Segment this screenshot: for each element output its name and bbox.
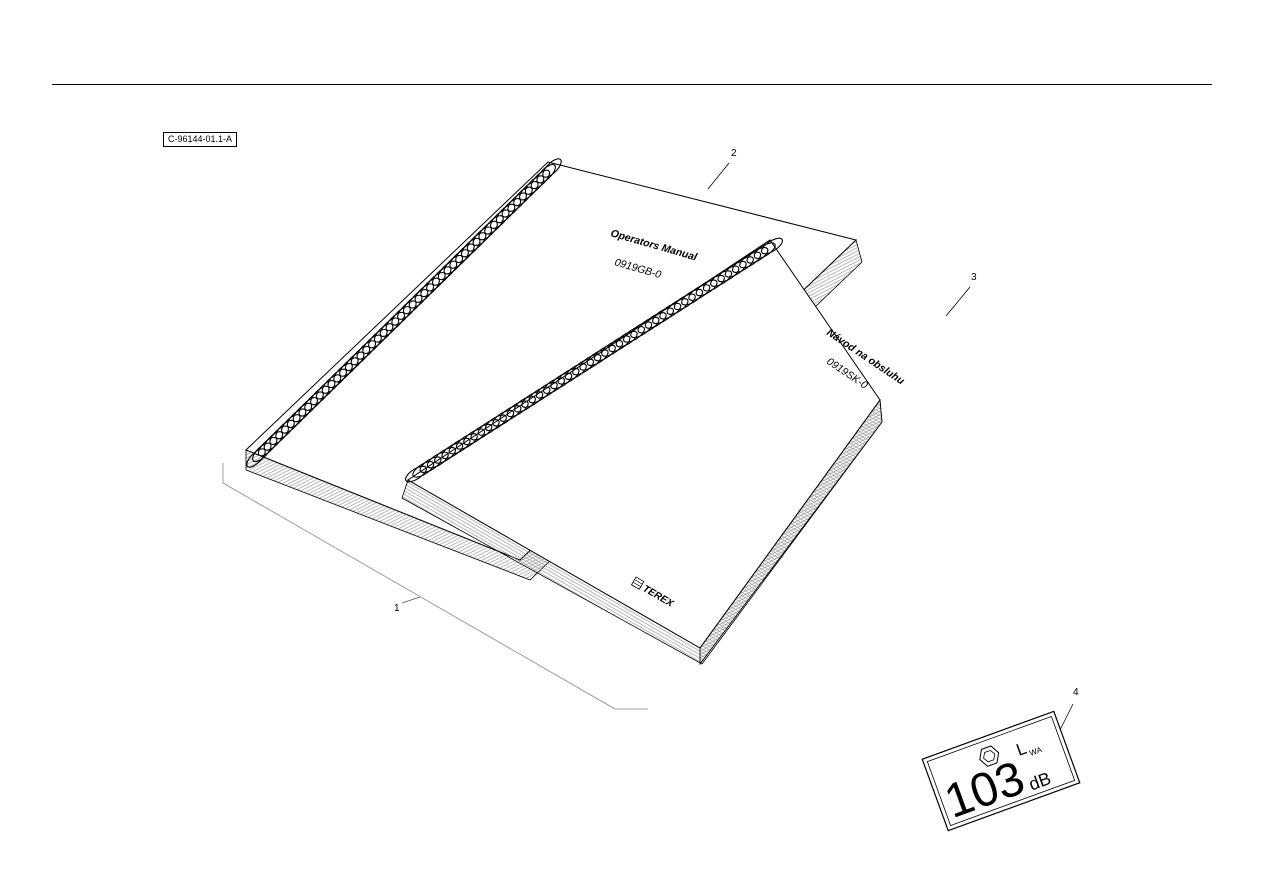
spiral-coil	[717, 265, 740, 283]
spiral-coil	[257, 436, 278, 457]
spiral-coil	[731, 256, 754, 273]
spiral-coil	[448, 437, 471, 455]
spiral-coil	[550, 372, 573, 390]
spiral-coil	[434, 447, 457, 464]
spiral-coil	[412, 461, 435, 478]
spiral-coil	[426, 451, 449, 469]
spiral-coil	[441, 442, 464, 460]
spiral-coil	[644, 312, 667, 329]
spiral-coil	[405, 465, 427, 483]
noise-label-decal: 103 dB L WA	[921, 710, 1081, 832]
spiral-coil	[659, 302, 682, 320]
spiral-coil	[528, 386, 551, 404]
spiral-coil	[608, 335, 631, 353]
spiral-coil	[593, 344, 616, 362]
spiral-coil	[746, 246, 769, 264]
spiral-coil	[695, 279, 718, 297]
spiral-coil	[673, 293, 696, 311]
spiral-coil	[710, 270, 733, 287]
spiral-coil	[499, 405, 522, 422]
callout-2: 2	[731, 148, 737, 159]
spiral-coil	[492, 409, 515, 427]
top-rule	[52, 84, 1212, 85]
bracket-item-1	[222, 463, 648, 710]
spiral-coil	[252, 442, 272, 463]
sound-power-icon	[979, 745, 1000, 767]
spiral-coil	[681, 288, 704, 306]
spiral-coil	[470, 423, 493, 441]
spiral-coil	[579, 354, 602, 371]
spiral-coil	[761, 237, 783, 255]
spiral-coil	[724, 260, 747, 278]
spiral-coil	[702, 274, 725, 292]
spiral-coil	[246, 448, 266, 468]
spiral-coil	[637, 316, 660, 334]
spiral-coil	[419, 456, 442, 474]
spiral-coil	[477, 419, 500, 436]
spiral-binding-slovak	[405, 237, 783, 483]
spiral-coil	[630, 321, 653, 339]
spiral-coil	[535, 381, 558, 399]
spiral-coil	[739, 251, 762, 269]
spiral-coil	[688, 284, 711, 301]
spiral-coil	[543, 377, 566, 394]
spiral-coil	[484, 414, 507, 432]
spiral-coil	[652, 307, 674, 325]
spiral-coil	[615, 330, 638, 348]
spiral-coil	[601, 340, 624, 357]
spiral-coil	[514, 395, 536, 413]
spiral-coil	[564, 363, 587, 380]
spiral-coil	[666, 298, 689, 315]
spiral-coil	[557, 367, 580, 385]
manual-slovak: TEREX	[401, 237, 971, 666]
noise-symbol-sub: WA	[1028, 745, 1044, 758]
callout-4: 4	[1073, 687, 1079, 698]
callout-3: 3	[971, 272, 977, 283]
spiral-coil	[622, 326, 645, 343]
spiral-coil	[753, 242, 776, 259]
spiral-coil	[586, 349, 609, 366]
callout-1: 1	[394, 603, 400, 614]
spiral-coil	[506, 400, 529, 418]
spiral-coil	[463, 428, 486, 446]
spiral-coil	[455, 433, 478, 450]
spiral-coil	[521, 391, 544, 408]
spiral-binding-english	[246, 158, 562, 468]
reference-code: C-96144-01.1-A	[163, 132, 238, 147]
spiral-coil	[572, 358, 595, 376]
